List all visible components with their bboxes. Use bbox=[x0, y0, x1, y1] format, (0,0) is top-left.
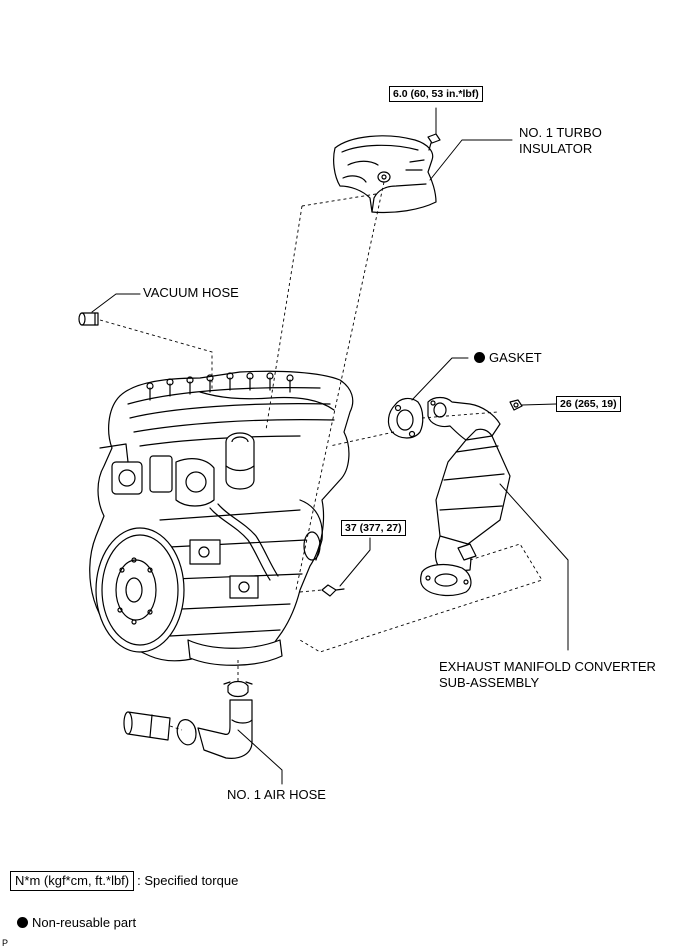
turbo-insulator-part bbox=[333, 135, 437, 214]
vacuum-hose-part bbox=[78, 312, 99, 326]
legend-torque-desc: : Specified torque bbox=[137, 873, 239, 888]
torque-manifold-nut: 26 (265, 19) bbox=[556, 396, 621, 412]
manifold-nut bbox=[509, 399, 523, 411]
non-reusable-legend-dot-icon bbox=[17, 917, 28, 928]
air-hose-part bbox=[123, 680, 253, 759]
legend-non-reusable-text: Non-reusable part bbox=[32, 915, 137, 930]
insulator-bolt bbox=[427, 133, 441, 151]
label-vacuum-hose: VACUUM HOSE bbox=[143, 285, 239, 300]
corner-mark: P bbox=[2, 938, 9, 948]
torque-insulator-bolt: 6.0 (60, 53 in.*lbf) bbox=[389, 86, 483, 102]
non-reusable-dot-icon bbox=[474, 352, 485, 363]
label-turbo-insulator-2: INSULATOR bbox=[519, 141, 593, 156]
engine-assembly bbox=[89, 370, 354, 666]
legend-non-reusable: Non-reusable part bbox=[17, 915, 136, 931]
bracket-bolt bbox=[321, 584, 345, 597]
label-exhaust-1: EXHAUST MANIFOLD CONVERTER bbox=[439, 659, 656, 674]
label-exhaust-2: SUB-ASSEMBLY bbox=[439, 675, 540, 690]
label-gasket: GASKET bbox=[474, 350, 542, 366]
label-air-hose: NO. 1 AIR HOSE bbox=[227, 787, 326, 802]
label-gasket-text: GASKET bbox=[489, 350, 542, 365]
label-turbo-insulator-1: NO. 1 TURBO bbox=[519, 125, 602, 140]
legend-torque-unit: N*m (kgf*cm, ft.*lbf) bbox=[10, 871, 135, 891]
legend-torque: N*m (kgf*cm, ft.*lbf) : Specified torque bbox=[10, 871, 238, 891]
torque-bracket-bolt: 37 (377, 27) bbox=[341, 520, 406, 536]
exhaust-manifold-converter-part bbox=[420, 396, 511, 597]
gasket-part bbox=[387, 397, 424, 439]
